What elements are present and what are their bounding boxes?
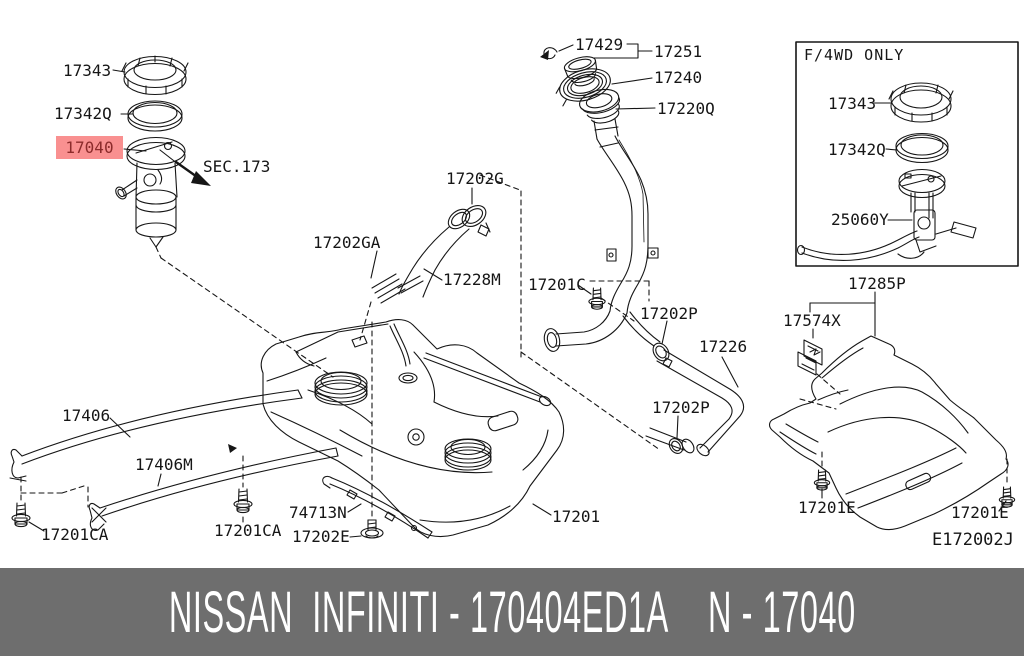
protector-clip-drawing (798, 340, 822, 375)
part-label-17201CA-right[interactable]: 17201CA (214, 521, 282, 540)
part-label-17240[interactable]: 17240 (654, 68, 703, 87)
part-label-17429[interactable]: 17429 (575, 35, 624, 54)
part-label-17342Q-left[interactable]: 17342Q (54, 104, 112, 123)
sec-173-arrow (176, 162, 211, 186)
part-label-17220Q[interactable]: 17220Q (657, 99, 715, 118)
fuel-tank-drawing (261, 320, 563, 537)
part-label-17202P-lower[interactable]: 17202P (652, 398, 710, 417)
part-label-17201C[interactable]: 17201C (528, 275, 586, 294)
part-label-17251[interactable]: 17251 (654, 42, 703, 61)
fwd-only-panel-title: F/4WD ONLY (804, 46, 905, 64)
catalog-banner-text: NISSAN INFINITI - 170404ED1A N - 17040 (169, 579, 856, 646)
part-label-74713N[interactable]: 74713N (289, 503, 347, 522)
assembly-dash-lines (21, 175, 1007, 517)
sec-173-reference[interactable]: SEC.173 (203, 157, 271, 176)
part-label-17228M[interactable]: 17228M (443, 270, 501, 289)
banner-ref-number: N - 17040 (707, 579, 856, 645)
part-label-17201[interactable]: 17201 (552, 507, 601, 526)
part-label-17202GA[interactable]: 17202GA (313, 233, 381, 252)
part-label-17201E-right[interactable]: 17201E (951, 503, 1009, 522)
leader-lines (29, 44, 1006, 537)
part-label-17285P[interactable]: 17285P (848, 274, 906, 293)
part-label-17202G[interactable]: 17202G (446, 169, 504, 188)
tank-straps-drawing (10, 390, 338, 530)
part-label-17343-left[interactable]: 17343 (63, 61, 112, 80)
part-label-17406M[interactable]: 17406M (135, 455, 193, 474)
underbody-strip-drawing (323, 476, 432, 538)
fwd-panel-drawing (796, 42, 1018, 266)
part-label-17201E-left[interactable]: 17201E (798, 498, 856, 517)
part-17040-label-highlighted[interactable]: 17040 (56, 136, 123, 159)
catalog-banner: NISSAN INFINITI - 170404ED1A N - 17040 (0, 568, 1024, 656)
filler-hose-drawing (372, 201, 490, 303)
part-label-17202E[interactable]: 17202E (292, 527, 350, 546)
part-label-17201CA-left[interactable]: 17201CA (41, 525, 109, 544)
tank-protector-drawing (770, 336, 1016, 530)
part-label-25060Y[interactable]: 25060Y (831, 210, 889, 229)
part-label-17202P-upper[interactable]: 17202P (640, 304, 698, 323)
fuel-pump-assembly-drawing (114, 56, 188, 247)
part-label-17406[interactable]: 17406 (62, 406, 111, 425)
diagram-code: E172002J (932, 530, 1014, 550)
part-label-17574X[interactable]: 17574X (783, 311, 841, 330)
part-label-17343-right[interactable]: 17343 (828, 94, 877, 113)
part-label-17342Q-right[interactable]: 17342Q (828, 140, 886, 159)
part-label-17226[interactable]: 17226 (699, 337, 748, 356)
banner-brand-part: NISSAN INFINITI - 170404ED1A (168, 579, 669, 645)
parts-diagram-art (0, 0, 1024, 568)
filler-neck-drawing (540, 48, 744, 458)
